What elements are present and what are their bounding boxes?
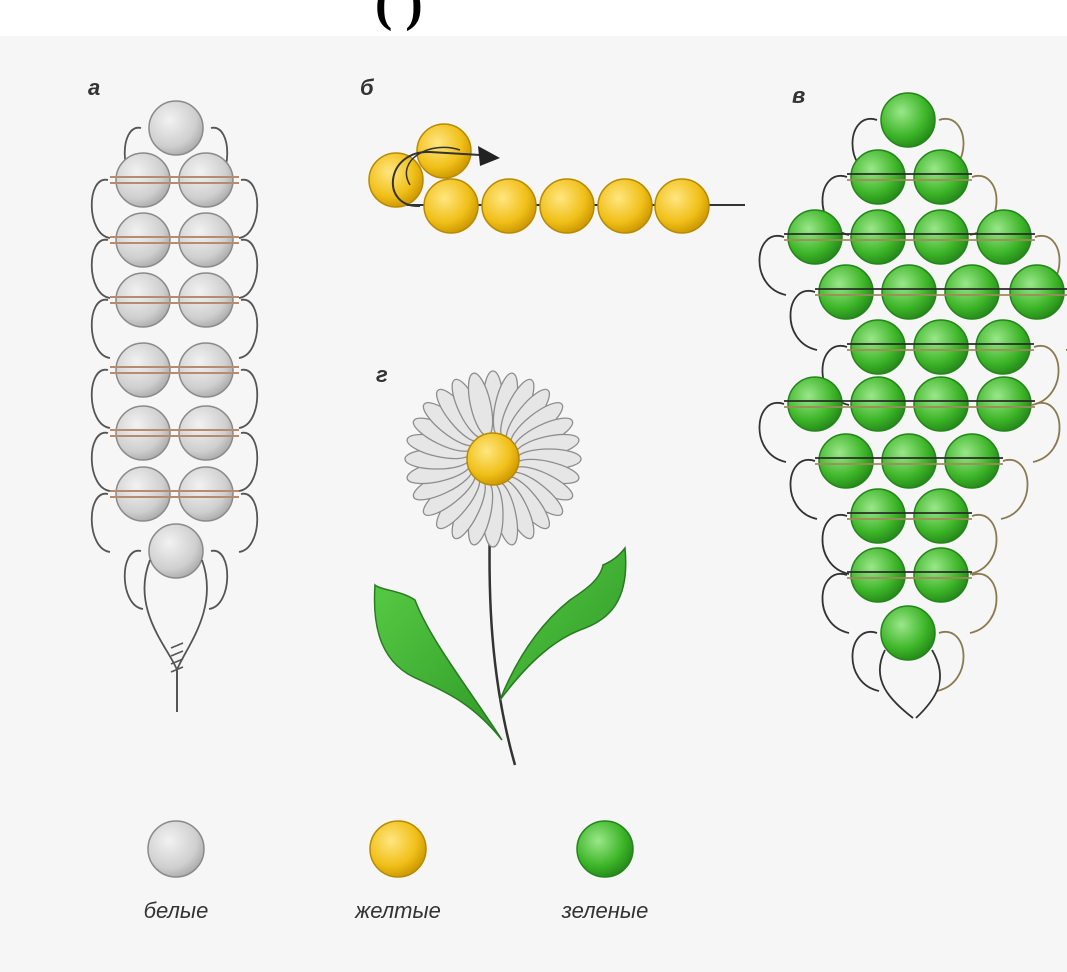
green-bead [819,434,873,488]
thread-loop [92,180,110,238]
white-bead [179,153,233,207]
white-bead [149,101,203,155]
green-bead [881,606,935,660]
yellow-bead [482,179,536,233]
thread-loop [1001,460,1028,519]
green-bead [945,434,999,488]
yellow-bead [598,179,652,233]
green-bead [851,150,905,204]
thread-loop [92,433,110,491]
white-bead [116,273,170,327]
thread-loop [92,370,110,428]
legend-label-green: зеленые [561,898,649,923]
green-bead [977,377,1031,431]
legend-green-bead [577,821,633,877]
thread-loop [822,574,849,633]
thread-loop [759,236,786,295]
legend: белые желтые зеленые [144,821,649,923]
thread-loop [759,403,786,462]
green-bead [914,150,968,204]
green-bead [851,548,905,602]
label-b: б [360,75,375,100]
yellow-bead [369,153,423,207]
thread-loop [239,180,257,238]
thread-loop [239,240,257,298]
yellow-bead [655,179,709,233]
green-bead [914,377,968,431]
green-bead [882,265,936,319]
green-bead [851,489,905,543]
thread-loop [239,300,257,358]
twist-mark [171,651,183,656]
thread-loop [852,632,879,691]
thread-tail [916,650,940,718]
thread-loop [970,515,997,574]
green-bead [851,320,905,374]
thread-loop [239,433,257,491]
thread-loop [790,460,817,519]
legend-white-bead [148,821,204,877]
green-bead [914,320,968,374]
legend-yellow-bead [370,821,426,877]
green-bead [881,93,935,147]
white-bead [179,343,233,397]
thread-loop [1032,346,1059,405]
daisy-center-bead [467,433,519,485]
white-bead [149,524,203,578]
green-bead [914,548,968,602]
white-bead [116,467,170,521]
white-bead [116,213,170,267]
green-bead [1010,265,1064,319]
thread-loop [970,574,997,633]
white-bead [179,467,233,521]
thread-loop [125,551,143,609]
twist-mark [171,643,183,648]
legend-label-yellow: желтые [354,898,441,923]
green-bead [819,265,873,319]
thread-loop [92,494,110,552]
green-bead [914,489,968,543]
white-bead [116,406,170,460]
thread-loop [937,632,964,691]
white-bead [116,343,170,397]
legend-label-white: белые [144,898,209,923]
thread-loop [92,300,110,358]
green-bead [851,210,905,264]
white-bead [179,213,233,267]
arrow-icon [478,146,500,166]
white-bead [116,153,170,207]
thread-loop [92,240,110,298]
yellow-bead-row [369,124,745,233]
thread-loop [790,291,817,350]
daisy-flower [375,371,626,765]
green-bead [945,265,999,319]
white-bead [179,273,233,327]
green-bead [851,377,905,431]
green-bead-leaf [759,93,1067,718]
green-bead [788,210,842,264]
yellow-bead [540,179,594,233]
green-bead [914,210,968,264]
leaf-left [375,585,502,740]
white-bead-strip [92,101,258,712]
thread-loop [239,370,257,428]
thread-loop [209,551,227,609]
green-bead [882,434,936,488]
label-g: г [376,362,388,387]
thread-loop [1033,403,1060,462]
green-bead [977,210,1031,264]
label-a: а [88,75,100,100]
leaf-right [500,548,626,700]
yellow-bead [424,179,478,233]
thread-loop [822,515,849,574]
label-v: в [792,83,805,108]
white-bead [179,406,233,460]
thread-loop [239,494,257,552]
green-bead [788,377,842,431]
green-bead [976,320,1030,374]
